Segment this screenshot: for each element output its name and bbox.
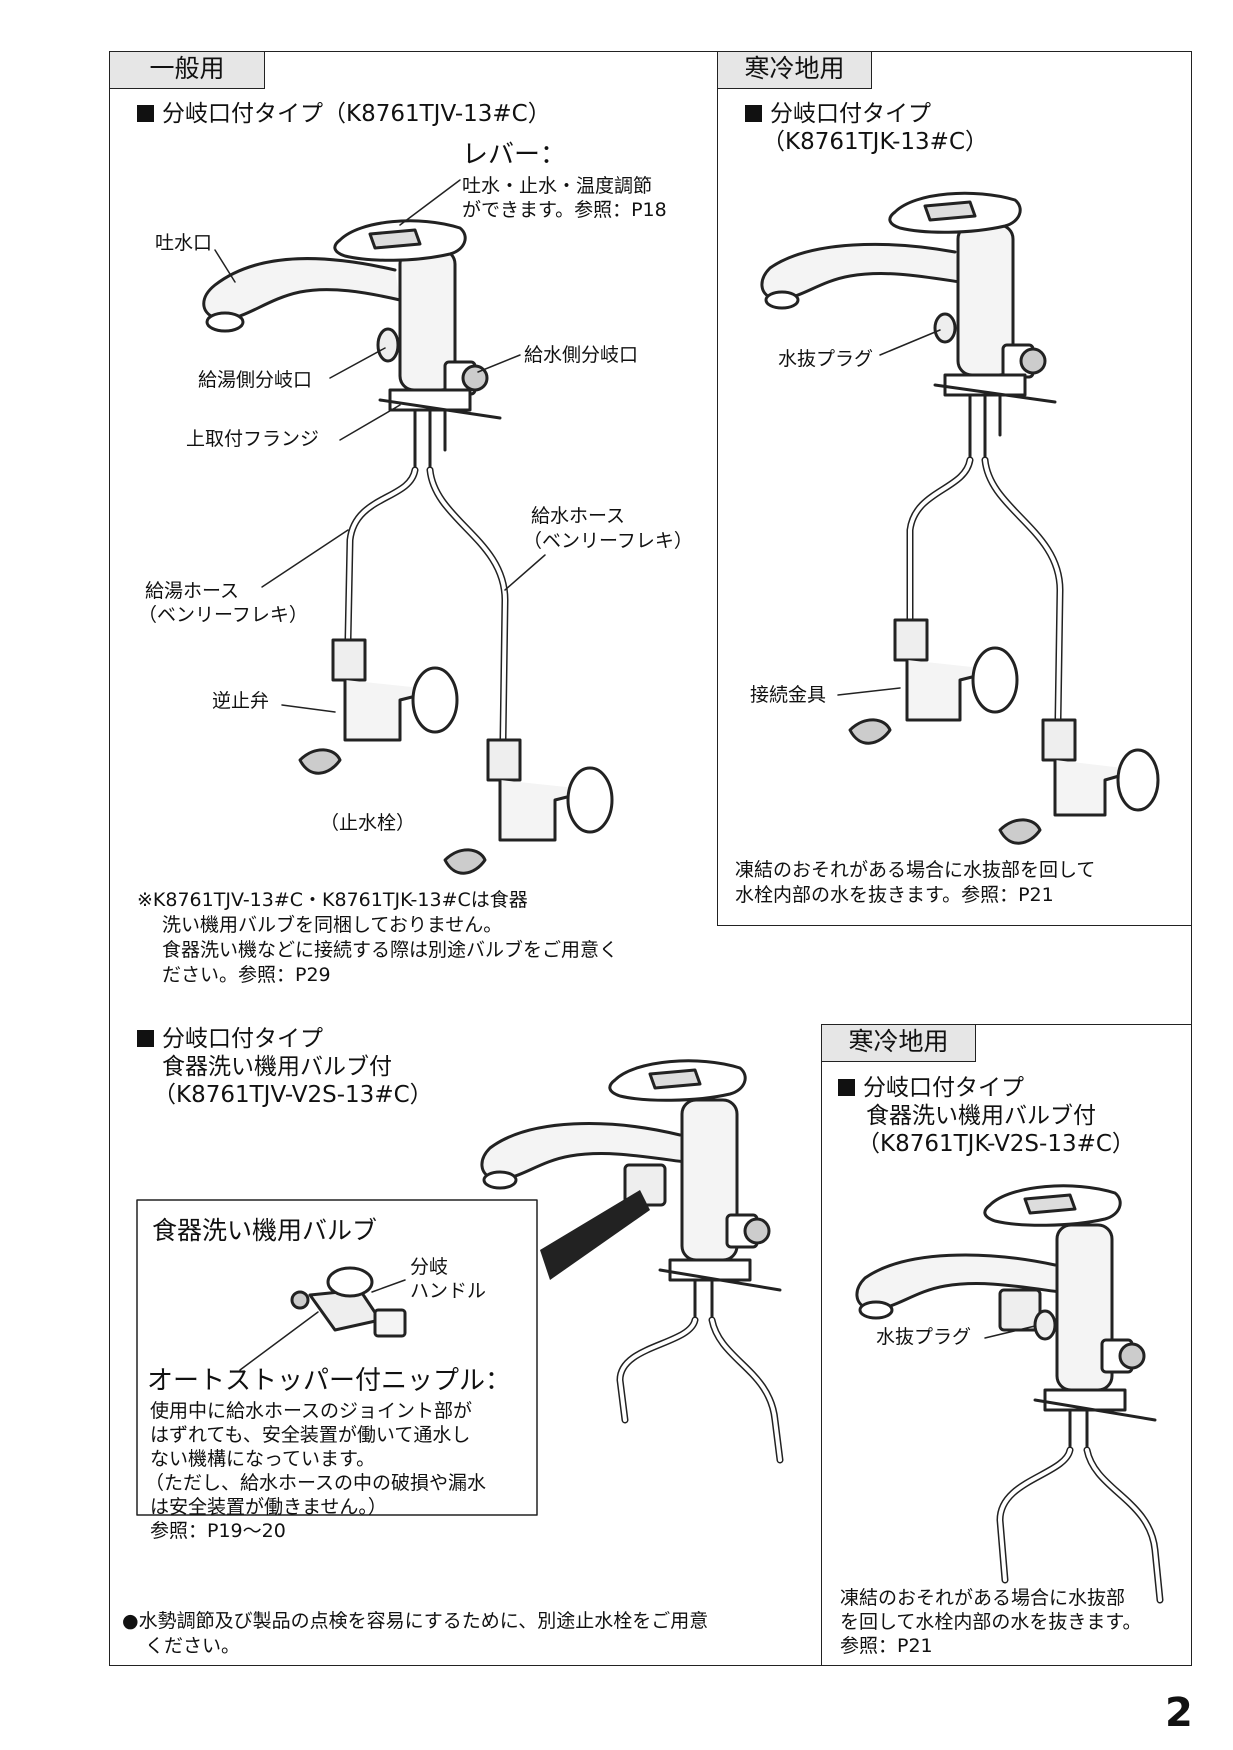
cold-drain-plug-label: 水抜プラグ bbox=[778, 348, 874, 370]
cold-hose-label-1: 給水ホース bbox=[531, 505, 626, 527]
nipple-desc-6: 参照：P19～20 bbox=[150, 1520, 286, 1542]
general-note-4: ださい。参照：P29 bbox=[162, 964, 331, 986]
nipple-desc-3: ない機構になっています。 bbox=[150, 1448, 376, 1470]
nipple-desc-1: 使用中に給水ホースのジョイント部が bbox=[150, 1400, 473, 1422]
dishwasher-cold-tag: 寒冷地用 bbox=[821, 1024, 976, 1062]
footer-note-2: ください。 bbox=[145, 1635, 241, 1657]
cold-note-2: 水栓内部の水を抜きます。参照：P21 bbox=[735, 884, 1054, 906]
lever-title: レバー： bbox=[462, 140, 567, 170]
cold-branch-label: 給水側分岐口 bbox=[524, 344, 639, 366]
nipple-desc-5: は安全装置が働きません。） bbox=[150, 1496, 387, 1518]
general-note-1: ※K8761TJV-13#C・K8761TJK-13#Cは食器 bbox=[137, 889, 528, 911]
dish-cold-heading-3: （K8761TJK-V2S-13#C） bbox=[857, 1131, 1135, 1157]
handle-label-2: ハンドル bbox=[410, 1280, 487, 1302]
nipple-title: オートストッパー付ニップル： bbox=[147, 1366, 512, 1396]
dishwasher-cold-box bbox=[821, 1024, 1192, 1666]
cold-region-tag: 寒冷地用 bbox=[717, 51, 872, 89]
lever-desc-2: ができます。参照：P18 bbox=[462, 199, 667, 221]
valve-box-title: 食器洗い機用バルブ bbox=[152, 1216, 378, 1245]
nipple-desc-2: はずれても、安全装置が働いて通水し bbox=[150, 1424, 471, 1446]
general-note-3: 食器洗い機などに接続する際は別途バルブをご用意く bbox=[162, 939, 619, 961]
dish-cold-drain-plug-label: 水抜プラグ bbox=[876, 1326, 972, 1348]
dish-heading-3: （K8761TJV-V2S-13#C） bbox=[153, 1082, 433, 1108]
page-number: 2 bbox=[1165, 1690, 1193, 1736]
dish-cold-heading-2: 食器洗い機用バルブ付 bbox=[866, 1103, 1096, 1129]
general-note-2: 洗い機用バルブを同梱しておりません。 bbox=[162, 914, 503, 936]
dishwasher-valve-figure bbox=[290, 1266, 407, 1338]
stop-valve-label: （止水栓） bbox=[320, 812, 416, 834]
hot-branch-label: 給湯側分岐口 bbox=[198, 369, 313, 391]
cold-heading-1: 分岐口付タイプ bbox=[745, 100, 931, 128]
check-valve-label: 逆止弁 bbox=[212, 690, 270, 712]
general-heading: 分岐口付タイプ（K8761TJV-13#C） bbox=[137, 100, 551, 128]
fitting-label: 接続金具 bbox=[750, 684, 827, 706]
dish-cold-note-1: 凍結のおそれがある場合に水抜部 bbox=[840, 1587, 1126, 1609]
cold-heading-2: （K8761TJK-13#C） bbox=[762, 129, 989, 155]
cold-region-box bbox=[717, 51, 1192, 926]
hot-hose-label-1: 給湯ホース bbox=[145, 580, 240, 602]
dish-heading-2: 食器洗い機用バルブ付 bbox=[162, 1054, 392, 1080]
nipple-desc-4: （ただし、給水ホースの中の破損や漏水 bbox=[145, 1472, 487, 1494]
flange-label: 上取付フランジ bbox=[186, 428, 320, 450]
footer-note-1: ●水勢調節及び製品の点検を容易にするために、別途止水栓をご用意 bbox=[122, 1610, 709, 1632]
faucet-cold-figure bbox=[760, 191, 1160, 845]
faucet-dishwasher-figure bbox=[480, 1059, 784, 1464]
general-tag: 一般用 bbox=[109, 51, 265, 89]
dish-cold-note-2: を回して水栓内部の水を抜きます。 bbox=[840, 1611, 1142, 1633]
handle-label-1: 分岐 bbox=[410, 1256, 449, 1278]
dish-heading-1: 分岐口付タイプ bbox=[137, 1025, 323, 1053]
dish-cold-note-3: 参照：P21 bbox=[840, 1635, 933, 1657]
cold-note-1: 凍結のおそれがある場合に水抜部を回して bbox=[735, 859, 1096, 881]
spout-label: 吐水口 bbox=[155, 232, 213, 254]
lever-desc-1: 吐水・止水・温度調節 bbox=[462, 175, 653, 197]
cold-hose-label-2: （ベンリーフレキ） bbox=[523, 530, 693, 552]
faucet-dishwasher-cold-figure bbox=[855, 1184, 1164, 1604]
faucet-general-figure bbox=[202, 219, 614, 875]
dish-cold-heading-1: 分岐口付タイプ bbox=[838, 1074, 1024, 1102]
hot-hose-label-2: （ベンリーフレキ） bbox=[138, 604, 308, 626]
